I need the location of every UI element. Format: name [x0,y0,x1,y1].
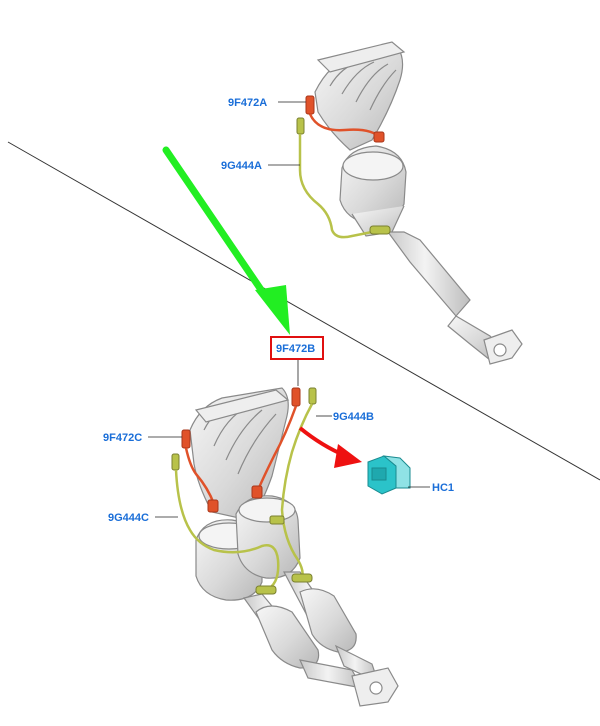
lower-o2-sensor-9f472c [181,429,219,513]
label-9f472c: 9F472C [103,432,142,444]
label-9g444b: 9G444B [333,411,374,423]
lower-wire-9g444c [171,453,280,595]
label-9g444c: 9G444C [108,512,149,524]
upper-wire-9g444a [296,117,391,239]
target-o2-sensor-9f472b [251,387,301,499]
section-divider-line [7,141,600,481]
label-9g444a: 9G444A [221,160,262,172]
label-9f472a: 9F472A [228,97,267,109]
lower-exhaust-manifold-icon [189,387,399,707]
label-hc1: HC1 [432,482,454,494]
upper-exhaust-manifold-icon [314,41,523,365]
target-highlight-box [270,336,324,360]
green-pointer-arrow [162,146,290,335]
target-wire-9g444b [269,387,317,583]
red-pointer-arrow [298,426,362,468]
upper-o2-sensor-9f472a [305,95,385,143]
connector-hc1-icon [367,455,411,495]
label-9f472b: 9F472B [276,343,315,355]
